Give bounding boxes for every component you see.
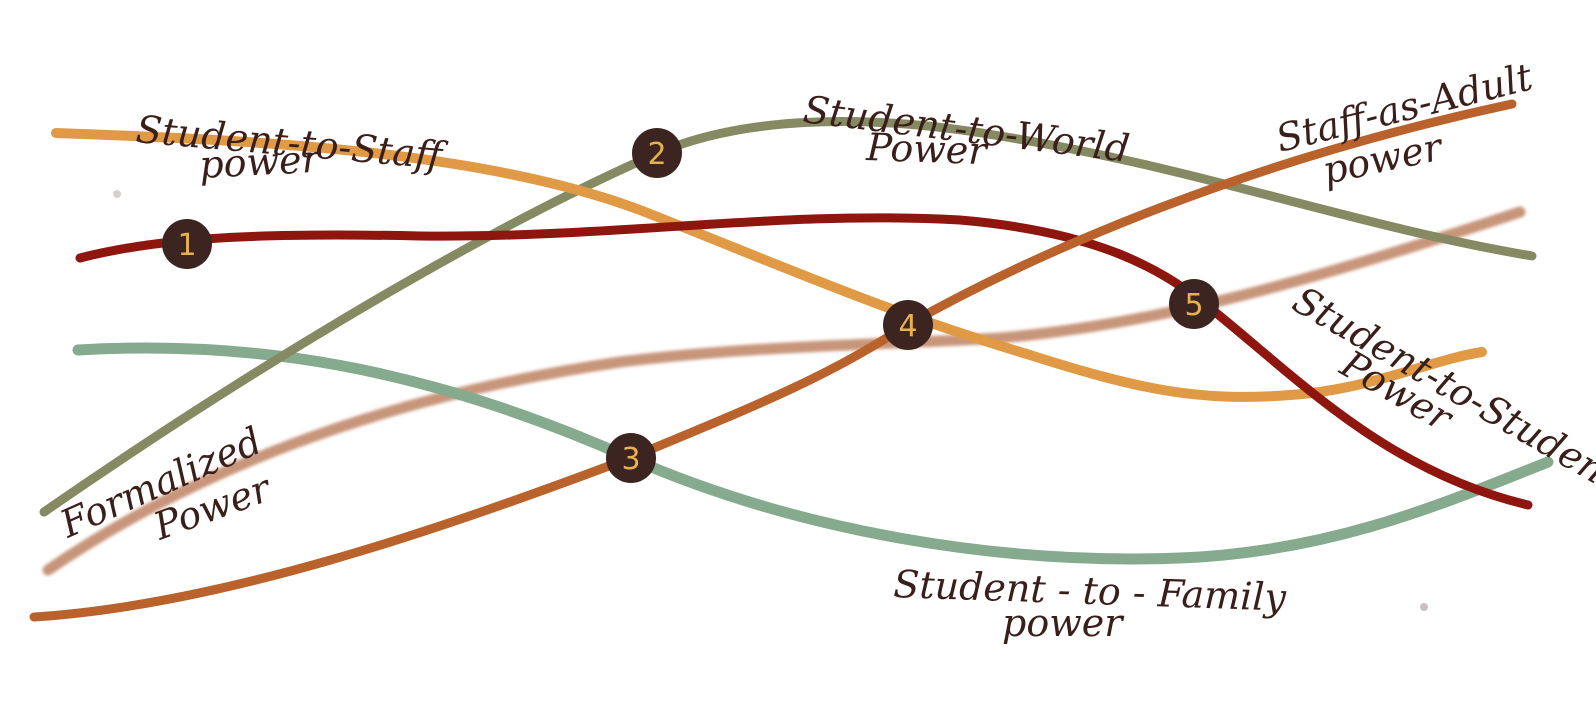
marker-2: 2	[632, 128, 682, 178]
label-staff-as-adult: Staff-as-Adult power	[1272, 54, 1538, 192]
student-to-world-line	[39, 117, 1537, 517]
marker-circle	[883, 300, 933, 350]
stray-dot	[1420, 603, 1428, 611]
marker-number: 5	[1184, 288, 1203, 323]
marker-number: 1	[177, 228, 196, 263]
label-student-to-staff: Student-to-Staff power	[134, 107, 450, 187]
marker-4: 4	[883, 300, 933, 350]
student-to-student-line	[75, 213, 1533, 510]
marker-5: 5	[1169, 279, 1219, 329]
label-line: power	[1002, 601, 1125, 645]
marker-circle	[1169, 279, 1219, 329]
student-to-family-line	[72, 342, 1554, 565]
formalized-power-line	[42, 206, 1526, 576]
label-student-to-family: Student - to - Family power	[893, 562, 1288, 645]
label-student-to-world: Student-to-World Power	[801, 87, 1132, 173]
staff-as-adult-line	[29, 99, 1517, 622]
marker-circle	[632, 128, 682, 178]
marker-number: 2	[647, 137, 666, 172]
label-line: Power	[865, 125, 990, 173]
marker-number: 3	[621, 442, 640, 477]
marker-number: 4	[898, 309, 917, 344]
marker-circle	[606, 433, 656, 483]
label-line: power	[198, 137, 323, 187]
marker-3: 3	[606, 433, 656, 483]
marker-circle	[162, 219, 212, 269]
marker-1: 1	[162, 219, 212, 269]
stray-dot	[113, 190, 121, 198]
